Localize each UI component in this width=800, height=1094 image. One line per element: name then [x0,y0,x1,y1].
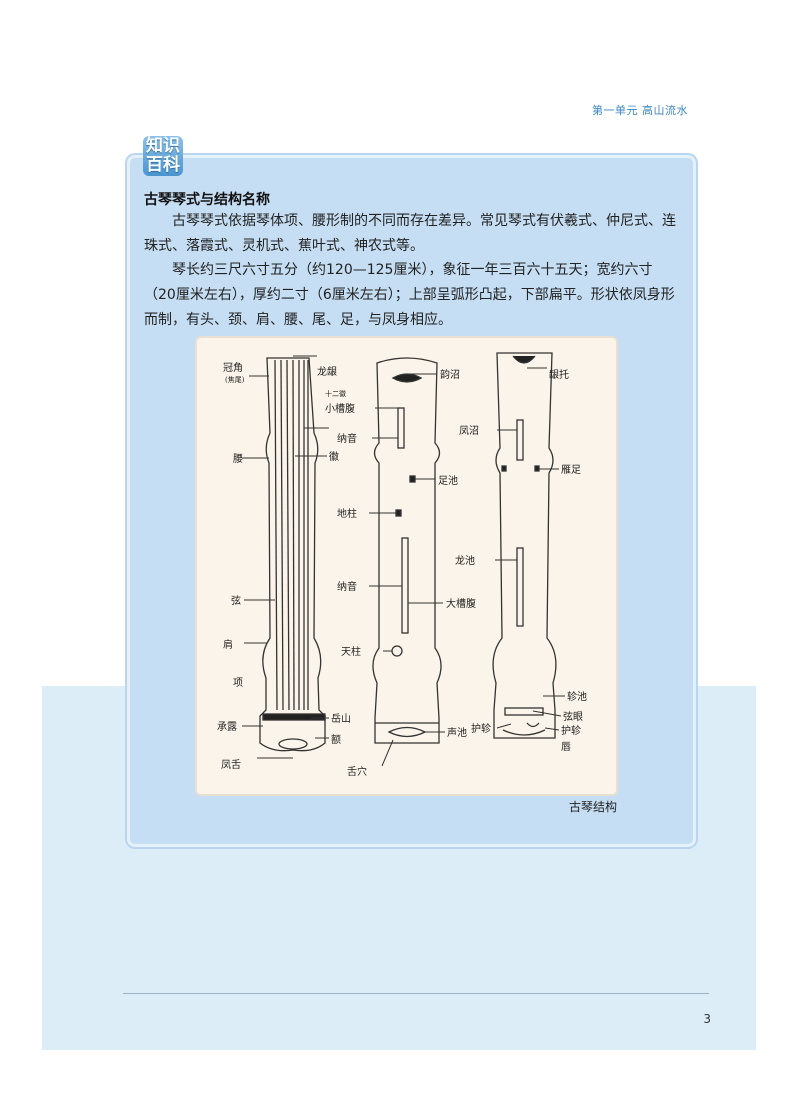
footer-rule [123,993,709,994]
label-xian: 弦 [231,594,241,607]
article-title: 古琴琴式与结构名称 [144,192,270,208]
figure-caption: 古琴结构 [568,800,617,814]
guqin-structure-figure: 冠角 (焦尾) 龙龈 十二徽 腰 徽 弦 肩 项 承露 岳山 额 凤舌 韵沼 小… [197,338,616,794]
label-xianyan: 弦眼 [563,710,583,723]
badge-line-2: 百科 [146,155,180,175]
label-nayin-mid: 纳音 [337,580,357,593]
label-fengzhao: 凤沼 [459,424,479,437]
label-yingtuo: 龈托 [549,368,569,381]
label-nayin-top: 纳音 [337,432,357,445]
label-tianzhu: 天柱 [341,645,361,658]
label-shierhui: 十二徽 [325,389,346,398]
label-yueshan: 岳山 [331,713,351,725]
label-longyin: 龙龈 [317,365,337,378]
label-zuchi: 足池 [438,474,458,487]
label-hui: 徽 [329,450,339,463]
label-sheshe: 舌穴 [347,765,367,778]
label-yao: 腰 [233,453,243,465]
badge-line-1: 知识 [146,136,180,156]
label-longchi: 龙池 [455,554,475,567]
label-yunzhao: 韵沼 [440,368,460,381]
label-huzhen-left: 护轸 [471,722,491,735]
article-paragraph-1: 古琴琴式依据琴体项、腰形制的不同而存在差异。常见琴式有伏羲式、仲尼式、连珠式、落… [144,213,676,254]
label-chengzhen: 承露 [217,721,237,733]
qin-bottom-outline [492,352,557,739]
label-shengchi: 声池 [447,726,467,739]
label-chun: 唇 [561,741,571,753]
label-yanzu: 雁足 [561,464,581,476]
label-dacaofu: 大槽腹 [446,597,476,610]
unit-header: 第一单元 高山流水 [592,104,688,117]
label-dizhu: 地柱 [337,507,357,520]
qin-top-outline [259,357,326,752]
label-xiang: 项 [233,677,243,689]
label-xiaocaofu: 小槽腹 [325,402,355,415]
label-e: 额 [331,733,341,746]
label-jian: 肩 [223,638,233,651]
page-number: 3 [703,1012,711,1026]
label-guanjiao: 冠角 [223,362,243,374]
label-huzhen-right: 护轸 [561,724,581,737]
article-paragraph-2: 琴长约三尺六寸五分（约120—125厘米），象征一年三百六十五天；宽约六寸（20… [144,262,675,328]
label-guanjiao-sub: (焦尾) [225,375,245,384]
qin-inner-outline [372,357,442,744]
knowledge-badge: 知识 百科 [143,136,183,176]
label-fengshe: 凤舌 [221,759,241,771]
label-zhenchi: 轸池 [567,690,587,703]
guqin-diagram: 冠角 (焦尾) 龙龈 十二徽 腰 徽 弦 肩 项 承露 岳山 额 凤舌 韵沼 小… [217,352,587,778]
